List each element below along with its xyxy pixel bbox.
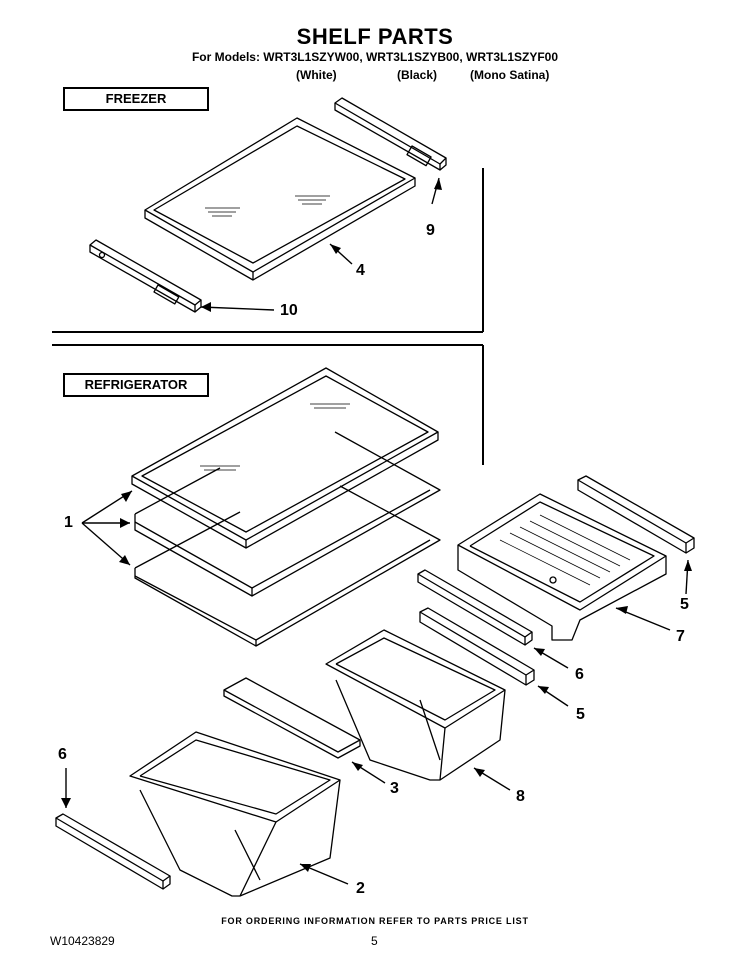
callout-8: 8 (516, 788, 525, 805)
callout-4: 4 (356, 262, 365, 279)
page-title: SHELF PARTS (296, 24, 454, 49)
page-number: 5 (371, 934, 378, 948)
slide-6b (55, 813, 171, 890)
variant-mono-satina: (Mono Satina) (470, 68, 550, 82)
callout-6-upper: 6 (575, 666, 584, 683)
fridge-glass-shelf-bottom (134, 485, 441, 647)
variant-black: (Black) (397, 68, 438, 82)
callout-5-upper: 5 (680, 596, 689, 613)
arrowheads (61, 178, 692, 872)
freezer-glass-shelf (144, 117, 416, 281)
callout-3: 3 (390, 780, 399, 797)
callout-7: 7 (676, 628, 685, 645)
callout-10: 10 (280, 302, 298, 319)
crisper-drawer-7 (457, 493, 667, 641)
refrigerator-section-label: REFRIGERATOR (63, 373, 209, 397)
callout-2: 2 (356, 880, 365, 897)
slide-5a (577, 475, 695, 554)
callout-5-lower: 5 (576, 706, 585, 723)
slide-5b (419, 607, 535, 686)
ordering-note: FOR ORDERING INFORMATION REFER TO PARTS … (221, 916, 529, 926)
cover-3 (223, 677, 361, 759)
slide-6a (417, 569, 533, 646)
freezer-trim-9 (334, 97, 447, 171)
fridge-glass-shelf-top (131, 367, 439, 549)
callout-6-lower: 6 (58, 746, 67, 763)
callout-9: 9 (426, 222, 435, 239)
document-number: W10423829 (50, 934, 115, 948)
freezer-section-label: FREEZER (63, 87, 209, 111)
drawer-8 (325, 629, 506, 781)
section-dividers (52, 168, 484, 465)
freezer-trim-10 (89, 239, 202, 313)
model-list: For Models: WRT3L1SZYW00, WRT3L1SZYB00, … (191, 50, 559, 64)
drawer-2 (129, 731, 341, 897)
fridge-glass-shelf-middle (134, 431, 441, 597)
variant-white: (White) (296, 68, 337, 82)
callout-1: 1 (64, 514, 73, 531)
